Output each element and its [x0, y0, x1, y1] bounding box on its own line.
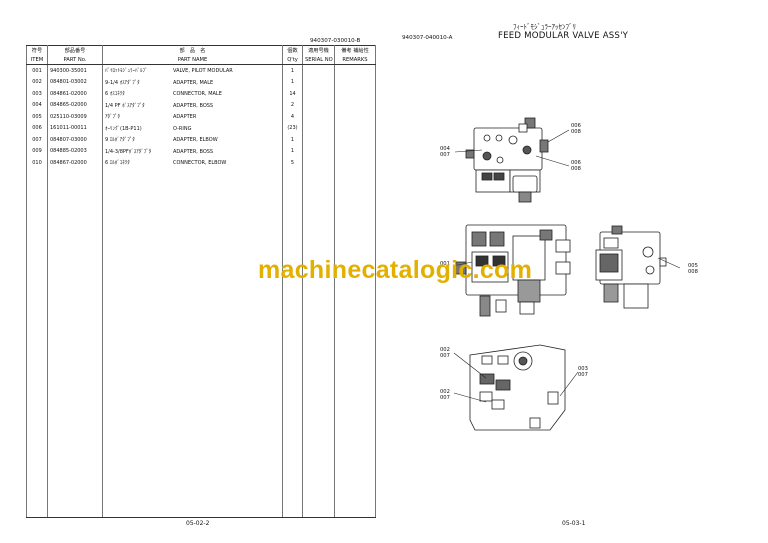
- callout-002-007-lower: 002 007: [440, 389, 450, 401]
- part-name-jp: ﾊﾟｲﾛｯﾄﾓｼﾞｭﾗｰﾊﾞﾙﾌﾞ: [105, 68, 148, 75]
- part-name-en: ADAPTER: [173, 114, 197, 121]
- empty-cell: [47, 168, 103, 518]
- callout-006-008-top: 006 008: [571, 123, 581, 135]
- part-name-jp: 1/4 PF ﾎﾞｽｱﾀﾞﾌﾟﾀ: [105, 102, 145, 109]
- valve-view-side: [595, 225, 667, 309]
- part-name-jp: 1/4-3/8PFﾎﾞｽｱﾀﾞﾌﾟﾀ: [105, 148, 152, 155]
- part-name-en: ADAPTER, BOSS: [173, 148, 214, 155]
- remarks-cell: [334, 134, 376, 146]
- callout-002-007-upper: 002 007: [440, 347, 450, 359]
- right-doc-code: 940307-040010-A: [402, 35, 453, 41]
- left-page-number: 05-02-2: [186, 520, 210, 527]
- part-name-jp: ｱﾀﾞﾌﾟﾀ: [105, 114, 121, 121]
- title-japanese: ﾌｨｰﾄﾞﾓｼﾞｭﾗｰｱｯｾﾝﾌﾞﾘ: [513, 23, 576, 31]
- part-name-en: O-RING: [173, 125, 192, 132]
- col-header-remarks: REMARKS: [334, 55, 376, 65]
- part-name-jp: 9 ｴﾙﾎﾞｱﾀﾞﾌﾟﾀ: [105, 137, 135, 144]
- part-name-jp: 9-1/4 ｵｽｱﾀﾞﾌﾟﾀ: [105, 79, 140, 86]
- table-filler-row: [26, 168, 376, 518]
- part-name-jp: 6 ｵｽｺﾈｸﾀ: [105, 91, 125, 98]
- remarks-cell: [334, 111, 376, 123]
- valve-view-top: [465, 117, 549, 203]
- part-name-en: CONNECTOR, ELBOW: [173, 160, 227, 167]
- remarks-cell: [334, 157, 376, 169]
- header-row-jp: 符号 部品番号 部 品 名 個数 適用号機 備考 補給性: [26, 45, 376, 55]
- col-header-remarks-jp: 備考 補給性: [334, 45, 376, 55]
- right-page-number: 05-03-1: [562, 520, 586, 527]
- part-name-jp: 6 ｴﾙﾎﾞｺﾈｸﾀ: [105, 160, 130, 167]
- callout-001: 001: [440, 261, 450, 267]
- remarks-cell: [334, 145, 376, 157]
- left-doc-code: 940307-030010-B: [310, 38, 361, 44]
- parts-table: 符号 部品番号 部 品 名 個数 適用号機 備考 補給性 ITEM PART N…: [26, 45, 376, 518]
- part-name-en: VALVE, PILOT MODULAR: [173, 68, 233, 75]
- callout-003-007: 003 007: [578, 366, 588, 378]
- empty-cell: [102, 168, 283, 518]
- callout-005-008: 005 008: [688, 263, 698, 275]
- callout-006-008-bottom: 006 008: [571, 160, 581, 172]
- part-name-en: ADAPTER, ELBOW: [173, 137, 218, 144]
- remarks-cell: [334, 88, 376, 100]
- page-title: FEED MODULAR VALVE ASS'Y: [498, 31, 629, 41]
- watermark: machinecatalogic.com: [258, 256, 533, 284]
- remarks-cell: [334, 122, 376, 134]
- valve-view-bottom: [469, 344, 566, 431]
- empty-cell: [334, 168, 376, 518]
- part-name-en: ADAPTER, BOSS: [173, 102, 214, 109]
- part-name-en: ADAPTER, MALE: [173, 79, 214, 86]
- part-name-jp: ｵｰﾘﾝｸﾞ(1B-P11): [105, 125, 142, 132]
- header-row-en: ITEM PART No. PART NAME Q'ty SERIAL NO R…: [26, 55, 376, 65]
- part-name-en: CONNECTOR, MALE: [173, 91, 222, 98]
- valve-view-front: [455, 224, 571, 317]
- callout-004-007: 004 007: [440, 146, 450, 158]
- remarks-cell: [334, 64, 376, 77]
- remarks-cell: [334, 99, 376, 111]
- remarks-cell: [334, 76, 376, 88]
